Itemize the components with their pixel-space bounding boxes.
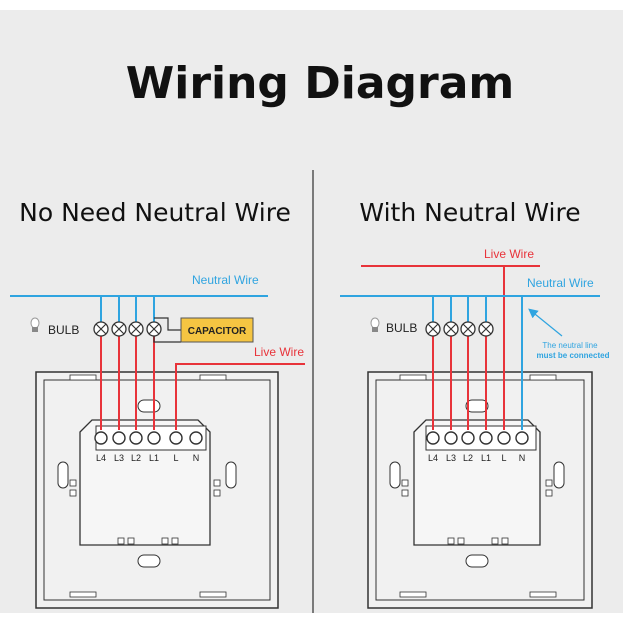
capacitor-box: [180, 317, 254, 343]
left-terminal-label-l2: L2: [131, 453, 141, 463]
right-terminal-label-l2: L2: [463, 453, 473, 463]
left-terminal-label-l1: L1: [149, 453, 159, 463]
right-live-label: Live Wire: [484, 247, 534, 261]
right-bulb-sockets: [425, 321, 494, 337]
right-switch-module: [413, 419, 541, 546]
main-title: Wiring Diagram: [126, 58, 515, 109]
left-live-label: Live Wire: [254, 345, 304, 359]
right-bulb-icon: [370, 317, 380, 332]
right-terminal-label-l: L: [501, 453, 506, 463]
capacitor-label: CAPACITOR: [188, 326, 247, 337]
right-terminal-label-n: N: [519, 453, 526, 463]
left-heading: No Need Neutral Wire: [19, 198, 291, 227]
right-terminal-labels: L4 L3 L2 L1 L N: [428, 453, 525, 463]
right-neutral-label: Neutral Wire: [527, 276, 594, 290]
left-switch-module: [79, 419, 211, 546]
right-terminal-label-l1: L1: [481, 453, 491, 463]
left-terminal-screws: [94, 431, 203, 445]
left-terminal-labels: L4 L3 L2 L1 L N: [96, 453, 199, 463]
left-diagram: CAPACITOR BULB Neutral Wire Live Wire L4…: [10, 273, 305, 609]
right-plate-inner: [375, 379, 585, 601]
right-diagram: BULB Live Wire Neutral Wire The neutral …: [340, 247, 610, 609]
right-bulb-label: BULB: [386, 321, 417, 335]
left-terminal-label-n: N: [193, 453, 200, 463]
left-plate-inner: [43, 379, 271, 601]
neutral-note-line1: The neutral line: [542, 341, 598, 350]
left-live-wire: [175, 363, 305, 430]
left-bulb-label: BULB: [48, 323, 79, 337]
left-bulb-icon: [30, 317, 40, 332]
neutral-note-arrow: [528, 308, 563, 337]
left-terminal-label-l: L: [173, 453, 178, 463]
right-heading: With Neutral Wire: [359, 198, 580, 227]
right-terminal-screws: [426, 431, 529, 445]
left-terminal-label-l3: L3: [114, 453, 124, 463]
neutral-note-line2: must be connected: [537, 351, 610, 360]
right-terminal-label-l3: L3: [446, 453, 456, 463]
left-neutral-label: Neutral Wire: [192, 273, 259, 287]
right-terminal-label-l4: L4: [428, 453, 438, 463]
left-terminal-label-l4: L4: [96, 453, 106, 463]
left-bulb-sockets: [93, 321, 162, 337]
